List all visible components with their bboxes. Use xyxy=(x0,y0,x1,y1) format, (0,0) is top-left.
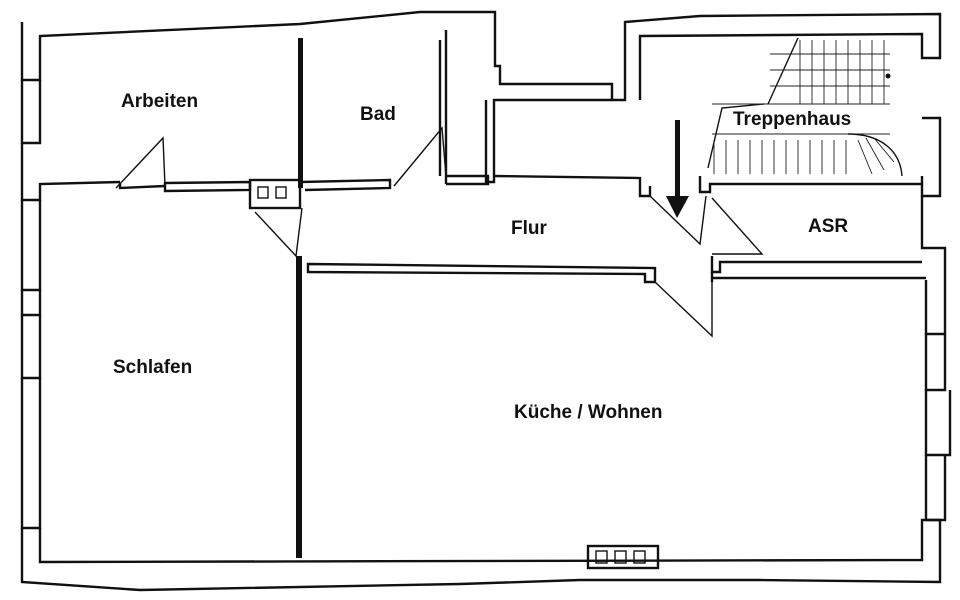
door-swings xyxy=(115,126,764,338)
outer-walls xyxy=(20,10,952,592)
room-label-treppenhaus: Treppenhaus xyxy=(733,109,851,130)
interior-walls xyxy=(118,30,926,570)
room-label-asr: ASR xyxy=(808,216,848,237)
room-label-kueche-wohnen: Küche / Wohnen xyxy=(514,402,662,423)
staircase xyxy=(639,37,903,177)
room-label-bad: Bad xyxy=(360,104,396,125)
room-label-schlafen: Schlafen xyxy=(113,357,192,378)
arrow-down-icon xyxy=(666,120,689,218)
room-label-flur: Flur xyxy=(511,218,547,239)
room-label-arbeiten: Arbeiten xyxy=(121,91,198,112)
